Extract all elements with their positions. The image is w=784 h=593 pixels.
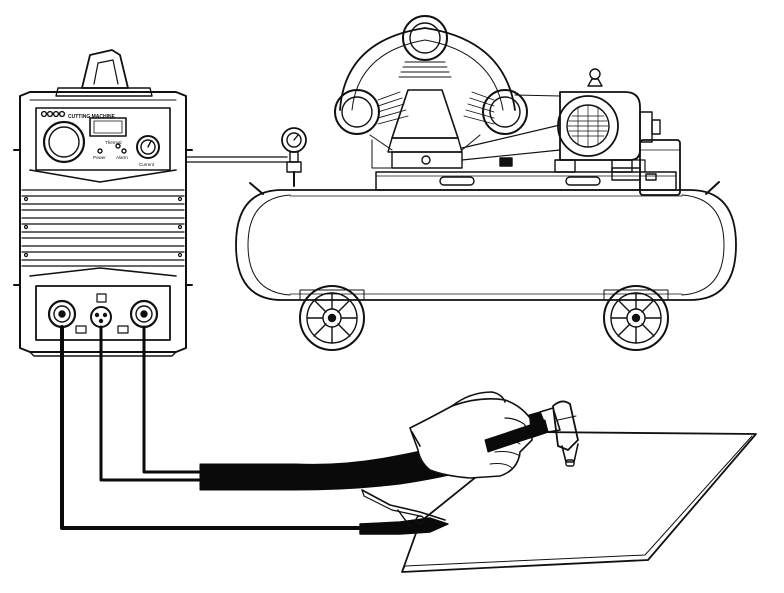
thermal-indicator-led bbox=[115, 143, 121, 149]
compressor-motor bbox=[554, 68, 661, 173]
air-hose bbox=[185, 156, 288, 163]
power-indicator-led bbox=[97, 148, 103, 154]
negative-terminal bbox=[47, 299, 77, 329]
alarm-indicator-led bbox=[121, 148, 127, 154]
torch-symbol bbox=[117, 325, 129, 334]
current-knob[interactable] bbox=[136, 135, 160, 159]
hand bbox=[409, 391, 533, 479]
torch-power-cable bbox=[142, 325, 202, 474]
plasma-cutter: CUTTING MACHINE Thermal Power Alarm Curr… bbox=[13, 49, 193, 357]
pilot-arc-cable bbox=[99, 325, 202, 482]
power-indicator-label: Power bbox=[93, 155, 106, 160]
torch-head bbox=[552, 400, 579, 467]
panel-brand-label: CUTTING MACHINE bbox=[68, 114, 116, 120]
pilot-arc-connector bbox=[90, 293, 112, 328]
cutter-handle bbox=[55, 49, 153, 97]
compressor-pump bbox=[334, 15, 561, 169]
alarm-indicator-label: Alarm bbox=[116, 155, 128, 160]
current-knob-label: Current bbox=[139, 162, 155, 167]
digital-display bbox=[89, 117, 127, 137]
compressor-platform bbox=[375, 171, 677, 191]
pressure-switch-box bbox=[611, 139, 681, 196]
connector-panel bbox=[35, 285, 171, 341]
thermal-indicator-label: Thermal bbox=[105, 140, 122, 145]
wheel-right bbox=[603, 285, 669, 351]
wheel-left bbox=[299, 285, 365, 351]
ground-symbol bbox=[75, 325, 87, 334]
cutter-vents bbox=[21, 169, 185, 277]
ground-cable bbox=[60, 325, 364, 530]
control-panel: CUTTING MACHINE Thermal Power Alarm Curr… bbox=[35, 107, 171, 171]
ground-clamp bbox=[359, 489, 449, 535]
air-compressor bbox=[185, 15, 737, 351]
air-tank bbox=[235, 181, 737, 301]
pressure-gauge bbox=[281, 127, 307, 187]
positive-terminal bbox=[129, 299, 159, 329]
torch-grip bbox=[484, 419, 549, 453]
